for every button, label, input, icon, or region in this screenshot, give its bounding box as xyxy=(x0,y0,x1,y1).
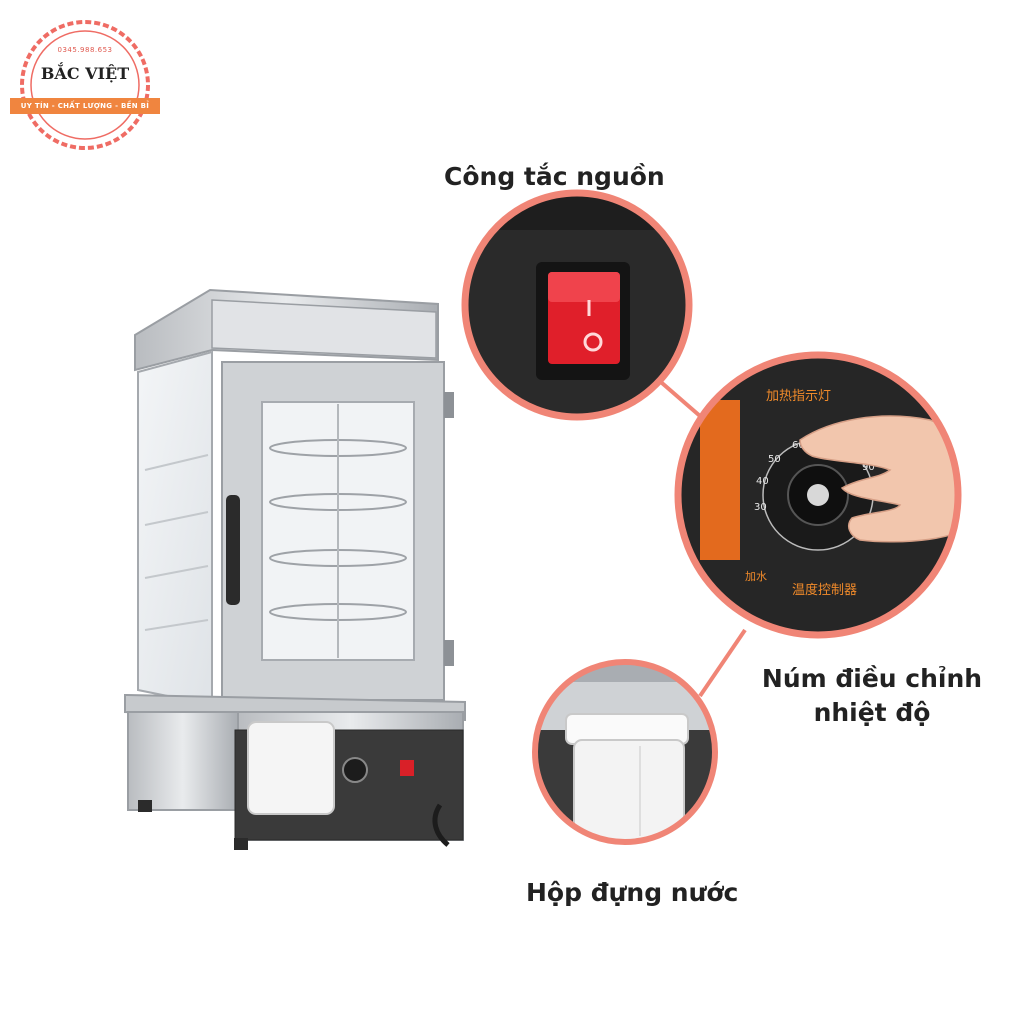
temperature-knob-label: Núm điều chỉnh nhiệt độ xyxy=(761,664,983,727)
rocker-switch-icon xyxy=(536,262,630,380)
logo-slogan: UY TÍN - CHẤT LƯỢNG - BỀN BỈ xyxy=(10,98,160,114)
dial-tick-label: 50 xyxy=(768,454,781,465)
logo-phone: 0345.988.653 xyxy=(57,46,113,54)
dial-tick-label: 40 xyxy=(756,476,769,487)
water-tank-icon xyxy=(565,713,689,841)
dial-tick-label: 90 xyxy=(862,462,875,473)
dial-tick-label: 30 xyxy=(754,502,767,513)
water-box-label: Hộp đựng nước xyxy=(526,878,739,907)
power-switch-label: Công tắc nguồn xyxy=(444,162,665,191)
add-water-text: 加水 xyxy=(745,570,767,583)
logo-seal-icon xyxy=(20,20,150,150)
logo-brand-name: BẮC VIỆT xyxy=(40,64,130,83)
heating-indicator-text: 加热指示灯 xyxy=(766,389,831,404)
temperature-controller-text: 温度控制器 xyxy=(792,582,857,598)
dial-tick-label: 60 xyxy=(792,440,805,451)
brand-logo: 0345.988.653 BẮC VIỆT UY TÍN - CHẤT LƯỢN… xyxy=(10,18,160,152)
